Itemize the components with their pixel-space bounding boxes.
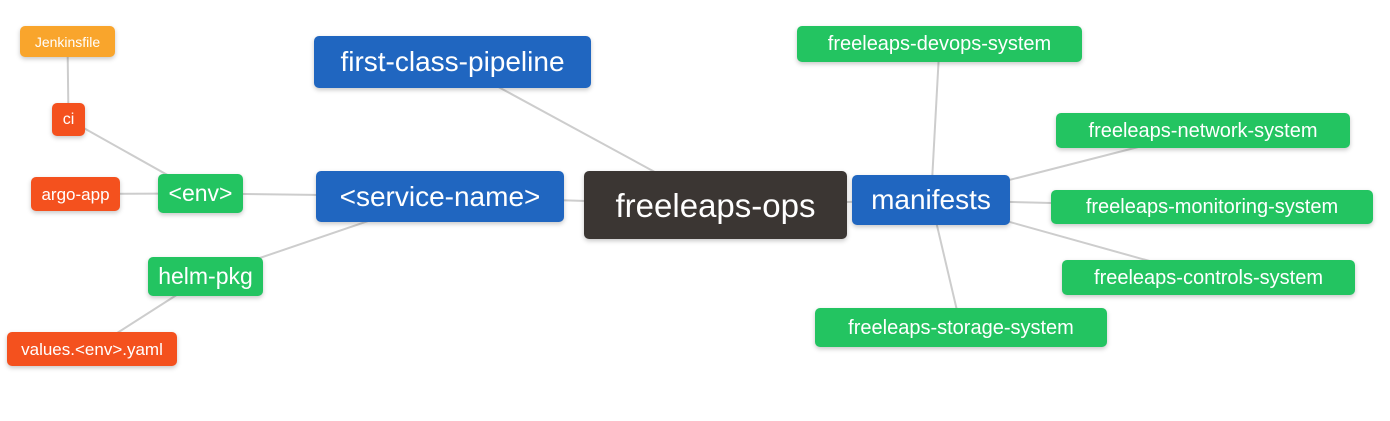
node-helm-pkg[interactable]: helm-pkg <box>148 257 263 296</box>
node-env[interactable]: <env> <box>158 174 243 213</box>
node-freeleaps-devops-system[interactable]: freeleaps-devops-system <box>797 26 1082 62</box>
node-freeleaps-monitoring-system[interactable]: freeleaps-monitoring-system <box>1051 190 1373 224</box>
node-freeleaps-storage-system[interactable]: freeleaps-storage-system <box>815 308 1107 347</box>
node-first-class-pipeline[interactable]: first-class-pipeline <box>314 36 591 88</box>
node-freeleaps-ops-root[interactable]: freeleaps-ops <box>584 171 847 239</box>
node-argo-app[interactable]: argo-app <box>31 177 120 211</box>
node-manifests[interactable]: manifests <box>852 175 1010 225</box>
node-freeleaps-network-system[interactable]: freeleaps-network-system <box>1056 113 1350 148</box>
node-jenkinsfile[interactable]: Jenkinsfile <box>20 26 115 57</box>
node-values-env-yaml[interactable]: values.<env>.yaml <box>7 332 177 366</box>
edge-manifests--freeleaps-devops-system <box>930 43 941 201</box>
node-ci[interactable]: ci <box>52 103 85 136</box>
node-freeleaps-controls-system[interactable]: freeleaps-controls-system <box>1062 260 1355 295</box>
node-service-name[interactable]: <service-name> <box>316 171 564 222</box>
